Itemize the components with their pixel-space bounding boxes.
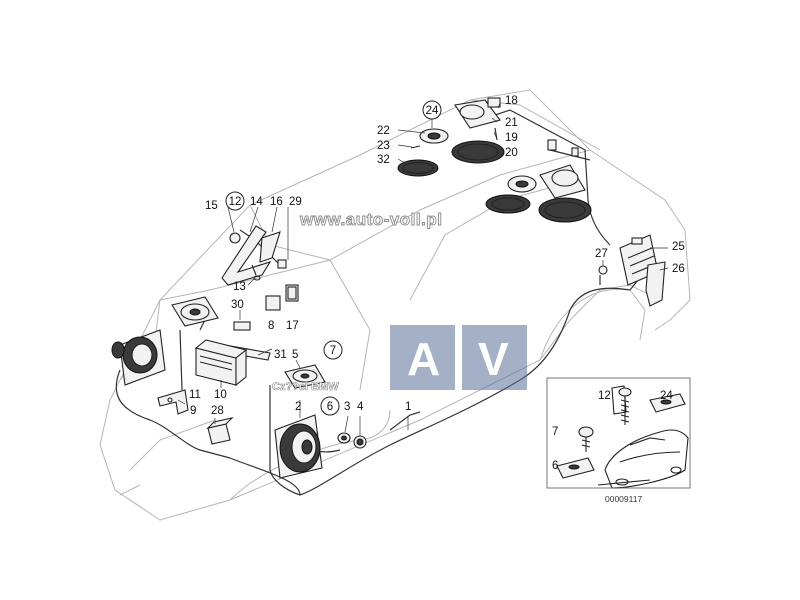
label-3: 3 [344, 401, 350, 413]
label-29: 29 [289, 196, 302, 208]
brand-watermark: Cz??ci BMW [272, 381, 339, 393]
front-mid-speaker [171, 296, 326, 389]
front-door-speaker [274, 414, 367, 479]
label-30: 30 [231, 299, 244, 311]
amplifier-unit [194, 339, 248, 387]
small-housing [206, 417, 234, 445]
label-17: 17 [286, 320, 299, 332]
label-31: 31 [274, 349, 287, 361]
inset-label-12: 12 [598, 390, 611, 402]
callout-12: 12 [229, 196, 242, 208]
inset-label-24: 24 [660, 390, 673, 402]
car-silhouette-inset [597, 429, 689, 489]
label-11: 11 [189, 389, 201, 401]
label-26: 26 [672, 263, 685, 275]
connector-pieces [265, 284, 299, 311]
label-19: 19 [505, 132, 518, 144]
label-4: 4 [357, 401, 364, 413]
leader-lines [177, 102, 669, 436]
label-16: 16 [270, 196, 283, 208]
tweeter-trim-panel [221, 225, 287, 286]
rear-module [598, 234, 666, 307]
rear-speaker-right [485, 139, 592, 223]
label-23: 23 [377, 140, 390, 152]
label-9: 9 [190, 405, 196, 417]
label-32: 32 [377, 154, 390, 166]
label-10: 10 [214, 389, 227, 401]
logo-letter-v: V [478, 333, 509, 385]
label-14: 14 [250, 196, 263, 208]
label-18: 18 [505, 95, 518, 107]
callout-24-top: 24 [426, 105, 439, 117]
label-13: 13 [233, 281, 246, 293]
label-27: 27 [595, 248, 608, 260]
label-20: 20 [505, 147, 518, 159]
site-watermark: www.auto-voll.pl [299, 210, 442, 229]
part-labels: 18 21 19 20 22 23 32 15 14 16 29 13 30 8… [189, 95, 685, 472]
callout-7: 7 [330, 345, 336, 357]
inset-frame [546, 377, 691, 489]
label-8: 8 [268, 320, 274, 332]
av-logo-watermark: A V [390, 325, 527, 390]
label-28: 28 [211, 405, 224, 417]
diagram-number: 00009117 [605, 494, 642, 504]
label-21: 21 [505, 117, 518, 129]
rear-speaker-left [397, 97, 505, 177]
logo-letter-a: A [407, 333, 440, 385]
inset-label-6: 6 [552, 460, 558, 472]
label-2: 2 [295, 401, 301, 413]
label-25: 25 [672, 241, 685, 253]
fastener-inset [556, 385, 686, 479]
label-1: 1 [405, 401, 411, 413]
label-5: 5 [292, 349, 298, 361]
label-15: 15 [205, 200, 218, 212]
inset-label-7: 7 [552, 426, 558, 438]
left-door-speaker [111, 329, 166, 386]
callout-6: 6 [327, 401, 333, 413]
speaker-bracket [157, 389, 189, 415]
label-22: 22 [377, 125, 390, 137]
circled-callouts: 24 12 7 6 [225, 100, 442, 416]
